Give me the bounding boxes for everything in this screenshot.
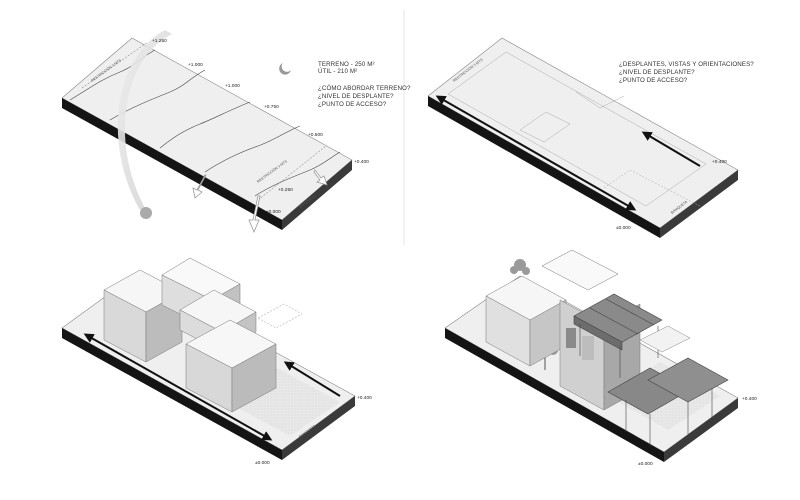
panel-2-site: RESTRICCIÓN 3 MTS BANQUETA +0.400 ±0.000… <box>427 37 754 238</box>
wind-arrows <box>192 169 328 234</box>
level-label: +0.400 <box>742 396 757 402</box>
house-block-left <box>485 275 567 367</box>
site-side-edge <box>660 170 738 238</box>
level-label: +0.750 <box>264 104 279 110</box>
svg-text:TERRENO - 250 M²: TERRENO - 250 M² <box>318 61 375 68</box>
panel-1-terrain: +1.250 +1.000 +1.000 +0.750 +0.500 +0.40… <box>61 30 411 234</box>
contour-line <box>159 101 251 149</box>
view-arrow <box>83 333 273 441</box>
sun-icon <box>140 207 152 219</box>
contour-line <box>204 125 301 173</box>
access-arrow <box>283 361 341 397</box>
restriction-line <box>81 41 149 89</box>
view-arrow <box>435 95 637 211</box>
contour-line <box>254 151 341 197</box>
svg-text:¿NIVEL DE DESPLANTE?: ¿NIVEL DE DESPLANTE? <box>619 69 695 76</box>
level-label: ±0.000 <box>616 225 631 231</box>
level-label: +0.250 <box>278 187 293 193</box>
access-arrow <box>641 131 701 167</box>
svg-text:ÚTIL - 210 M²: ÚTIL - 210 M² <box>318 68 357 75</box>
pergola-upper <box>573 293 663 378</box>
level-label: ±0.000 <box>638 461 653 467</box>
contour-line <box>109 69 206 121</box>
svg-text:¿DESPLANTES, VISTAS Y ORIENTAC: ¿DESPLANTES, VISTAS Y ORIENTACIONES? <box>619 61 754 68</box>
svg-text:¿PUNTO DE ACCESO?: ¿PUNTO DE ACCESO? <box>318 101 387 108</box>
site-front-edge <box>62 98 282 230</box>
svg-text:¿CÓMO ABORDAR TERRENO?: ¿CÓMO ABORDAR TERRENO? <box>318 85 411 92</box>
level-label: ±0.000 <box>255 460 270 466</box>
svg-text:¿PUNTO DE ACCESO?: ¿PUNTO DE ACCESO? <box>619 77 688 84</box>
pergola-lower <box>607 357 729 446</box>
level-label: +1.000 <box>188 62 203 68</box>
level-label: +0.400 <box>354 159 369 165</box>
level-label: +1.250 <box>152 38 167 44</box>
level-label: +1.000 <box>225 83 240 89</box>
svg-text:¿NIVEL DE DESPLANTE?: ¿NIVEL DE DESPLANTE? <box>318 93 394 100</box>
site-side-edge <box>282 160 352 230</box>
restriction-line <box>257 145 327 201</box>
site-side-edge <box>664 398 738 462</box>
site-side-edge <box>282 396 355 460</box>
level-markers: +1.250 +1.000 +1.000 +0.750 +0.500 +0.40… <box>152 38 369 215</box>
panel-1-notes: TERRENO - 250 M² ÚTIL - 210 M² ¿CÓMO ABO… <box>318 61 411 108</box>
panel-3-massing: BANQUETA +0.400 ±0.000 <box>61 257 372 466</box>
level-label: +0.400 <box>357 395 372 401</box>
level-label: ±0.000 <box>266 209 281 215</box>
panel-2-notes: ¿DESPLANTES, VISTAS Y ORIENTACIONES? ¿NI… <box>619 61 754 84</box>
level-label: +0.400 <box>712 159 727 165</box>
moon-icon <box>279 63 291 75</box>
sun-path-arc <box>117 30 172 210</box>
site-front-edge <box>445 328 664 462</box>
level-label: +0.500 <box>308 132 323 138</box>
panel-4-house: +0.400 ±0.000 <box>444 249 757 467</box>
